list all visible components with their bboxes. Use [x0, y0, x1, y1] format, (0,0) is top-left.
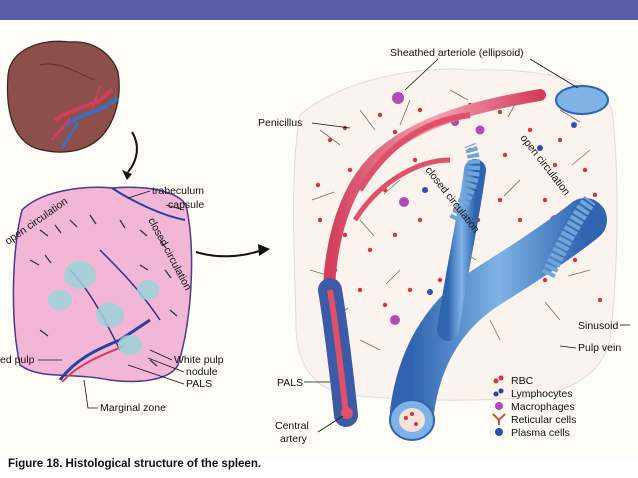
macrophage-icon — [495, 402, 503, 410]
whole-spleen-illustration — [6, 40, 120, 153]
sinusoid — [541, 195, 596, 279]
legend-label: Reticular cells — [511, 414, 576, 426]
label-pals-right: PALS — [277, 377, 303, 389]
label-central-artery-line1: Central — [275, 420, 309, 432]
label-pulp-vein: Pulp vein — [578, 342, 621, 354]
plasma-cell-icon — [495, 428, 503, 436]
legend-item: Plasma cells — [495, 427, 570, 439]
spleen-figure: open circulation closed circulation trab… — [0, 20, 638, 458]
arrow-head-down-icon — [122, 170, 132, 180]
label-penicillus: Penicillus — [258, 117, 302, 129]
lobule-section — [12, 186, 193, 383]
legend: RBC Lymphocytes Macrophages Reticular ce… — [492, 375, 576, 439]
arrow-head-right-icon — [258, 244, 270, 256]
rbc-icon — [493, 378, 499, 384]
legend-label: Lymphocytes — [511, 388, 572, 400]
legend-item: Macrophages — [495, 401, 575, 413]
label-trabeculum: trabeculum — [152, 185, 204, 197]
figure-caption: Figure 18. Histological structure of the… — [8, 458, 262, 470]
curved-arrow-down — [127, 131, 138, 173]
label-central-artery-line2: artery — [280, 433, 308, 445]
legend-item: Reticular cells — [492, 413, 576, 426]
label-marginal-zone: Marginal zone — [100, 402, 166, 414]
legend-label: Macrophages — [511, 401, 575, 413]
lymphocyte-icon — [493, 391, 499, 397]
label-sinusoid: Sinusoid — [578, 320, 618, 332]
legend-item: Lymphocytes — [493, 388, 572, 400]
penicillus-arterioles — [323, 89, 546, 326]
label-nodule: nodule — [186, 366, 218, 378]
label-white-pulp: White pulp — [174, 354, 224, 366]
arrow-right — [195, 249, 263, 258]
ellipsoid — [555, 85, 609, 115]
lymphocyte-icon — [498, 388, 504, 394]
label-red-pulp: ed pulp — [0, 354, 35, 366]
rbc-icon — [498, 375, 504, 381]
reticular-cell-icon — [492, 413, 506, 425]
legend-label: Plasma cells — [511, 427, 570, 439]
label-pals-left: PALS — [186, 378, 212, 390]
label-sheathed-arteriole: Sheathed arteriole (ellipsoid) — [390, 47, 524, 59]
pulp-vein — [390, 198, 607, 434]
legend-label: RBC — [511, 375, 534, 387]
label-capsule: capsule — [168, 199, 204, 211]
legend-item: RBC — [493, 375, 534, 387]
header-bar — [0, 0, 638, 20]
